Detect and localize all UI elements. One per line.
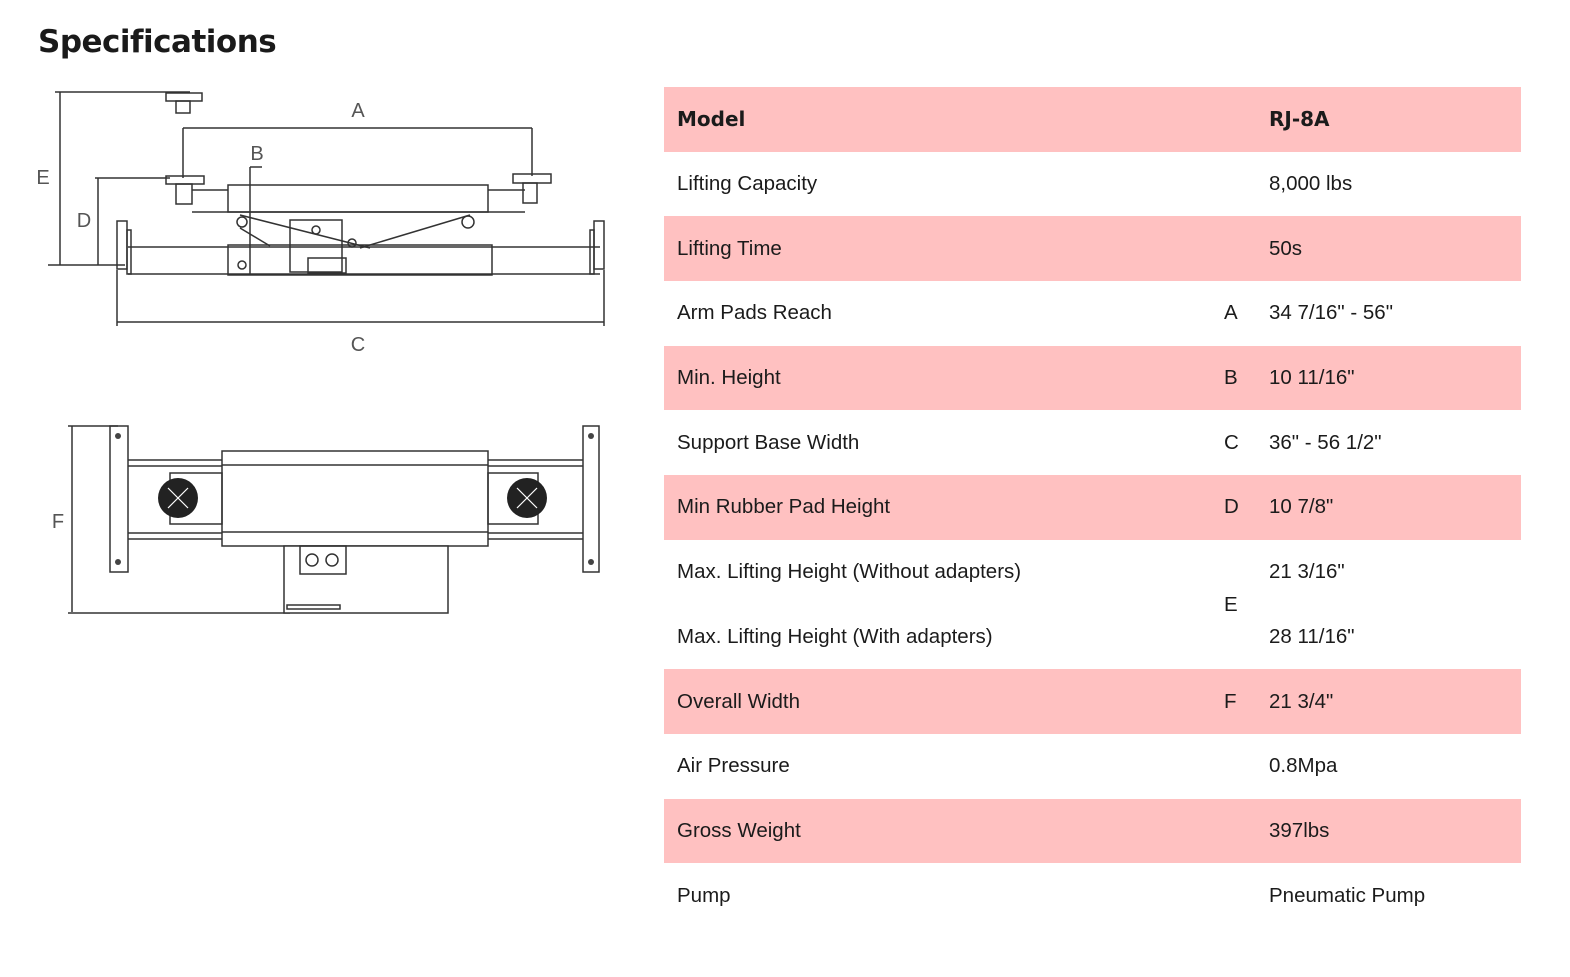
row-value: 10 11/16" [1269,366,1355,390]
table-row: Support Base Width C 36" - 56 1/2" [664,410,1521,475]
row-value: 34 7/16" - 56" [1269,301,1393,325]
table-row: Lifting Capacity 8,000 lbs [664,152,1521,217]
row-value: Pneumatic Pump [1269,883,1426,907]
row-value-secondary: 28 11/16" [1269,624,1355,648]
row-label: Arm Pads Reach [677,301,832,325]
row-code: F [1224,689,1237,713]
table-row: Max. Lifting Height (Without adapters) M… [664,540,1521,669]
row-label: Min Rubber Pad Height [677,495,891,519]
row-label: Min. Height [677,366,781,390]
row-code: B [1224,366,1238,390]
row-value: 21 3/4" [1269,689,1334,713]
dimension-label-e: E [36,167,49,189]
table-row: Air Pressure 0.8Mpa [664,734,1521,799]
table-row: Min Rubber Pad Height D 10 7/8" [664,475,1521,540]
row-value: 36" - 56 1/2" [1269,430,1382,454]
dimension-label-d: D [77,210,91,232]
spec-table: Model RJ-8A Lifting Capacity 8,000 lbs L… [664,87,1521,928]
row-code: E [1224,592,1238,616]
row-label: Gross Weight [677,818,801,842]
table-header-row: Model RJ-8A [664,87,1521,152]
row-code: A [1224,301,1238,325]
table-row: Min. Height B 10 11/16" [664,345,1521,411]
row-label: Air Pressure [677,754,790,778]
table-row: Pump Pneumatic Pump [664,863,1521,928]
dimension-label-a: A [351,100,365,122]
row-label: Max. Lifting Height (Without adapters) [677,559,1022,583]
row-code: D [1224,495,1239,519]
dimension-label-b: B [250,143,263,165]
row-label: Lifting Time [677,236,782,260]
row-label: Pump [677,883,731,907]
row-label: Lifting Capacity [677,172,818,196]
table-row: Gross Weight 397lbs [664,798,1521,864]
row-value: 0.8Mpa [1269,754,1338,778]
table-row: Lifting Time 50s [664,216,1521,282]
row-label: Overall Width [677,689,801,713]
row-value: 8,000 lbs [1269,172,1353,196]
side-view-drawing: A B C D E [36,91,605,356]
row-value: 397lbs [1269,818,1330,842]
header-value: RJ-8A [1269,107,1330,132]
table-row: Overall Width F 21 3/4" [664,669,1521,734]
header-label: Model [677,107,746,132]
row-code: C [1224,430,1239,454]
row-value: 21 3/16" [1269,559,1345,583]
page-title: Specifications [38,24,277,60]
row-label-secondary: Max. Lifting Height (With adapters) [677,624,993,648]
dimension-label-f: F [52,511,64,533]
row-value: 10 7/8" [1269,495,1334,519]
row-label: Support Base Width [677,430,860,454]
row-value: 50s [1269,236,1303,260]
dimension-label-c: C [351,334,365,356]
table-row: Arm Pads Reach A 34 7/16" - 56" [664,281,1521,346]
top-view-drawing: F [52,425,600,614]
